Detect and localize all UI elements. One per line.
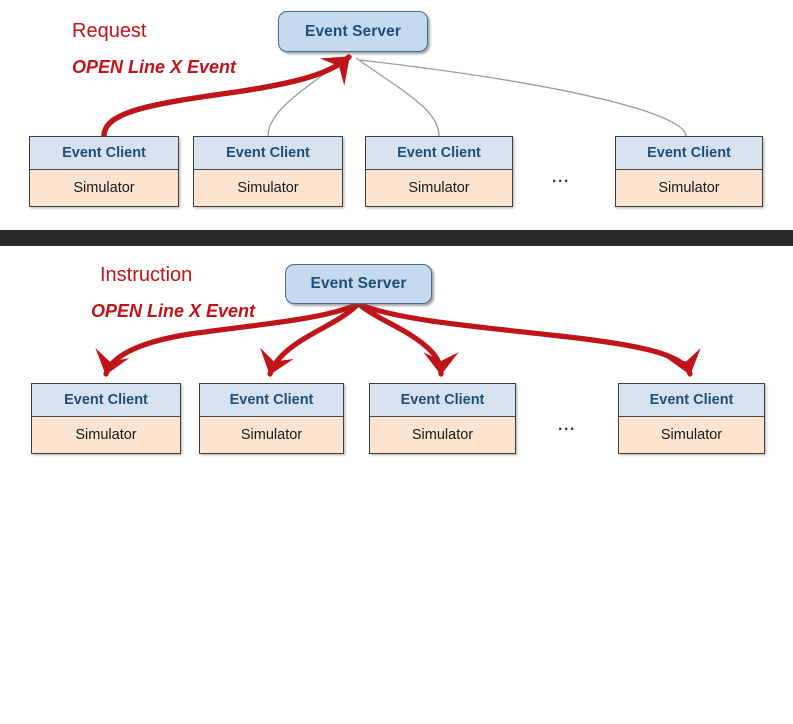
event-server-label: Event Server: [310, 275, 407, 292]
event-client-header: Event Client: [29, 136, 179, 170]
instruction-label: Instruction: [100, 264, 193, 286]
edge-client3-to-server: [355, 57, 440, 137]
event-server-instruction[interactable]: Event Server: [285, 264, 432, 304]
simulator-label: Simulator: [75, 427, 137, 443]
edge-client4-to-server: [359, 59, 687, 137]
event-client-node[interactable]: Event Client Simulator: [193, 136, 343, 207]
event-client-header: Event Client: [618, 383, 765, 417]
simulator-label: Simulator: [73, 180, 135, 196]
event-client-label: Event Client: [400, 392, 485, 408]
simulator-body: Simulator: [365, 170, 513, 207]
edge-server-to-client4: [358, 302, 701, 377]
event-client-node[interactable]: Event Client Simulator: [618, 383, 765, 454]
event-client-node[interactable]: Event Client Simulator: [31, 383, 181, 454]
event-client-header: Event Client: [365, 136, 513, 170]
simulator-body: Simulator: [618, 417, 765, 454]
event-client-header: Event Client: [31, 383, 181, 417]
event-client-label: Event Client: [226, 145, 310, 161]
event-client-header: Event Client: [369, 383, 516, 417]
simulator-body: Simulator: [369, 417, 516, 454]
simulator-label: Simulator: [408, 180, 470, 196]
request-panel: Request OPEN Line X Event Event Server E…: [0, 0, 793, 230]
event-client-node[interactable]: Event Client Simulator: [615, 136, 763, 207]
simulator-label: Simulator: [658, 180, 720, 196]
edge-server-to-client2: [260, 302, 360, 377]
simulator-label: Simulator: [237, 180, 299, 196]
instruction-subtitle: OPEN Line X Event: [91, 301, 256, 321]
request-subtitle: OPEN Line X Event: [72, 57, 237, 77]
clients-ellipsis: ...: [552, 169, 570, 186]
simulator-label: Simulator: [240, 427, 303, 443]
simulator-body: Simulator: [193, 170, 343, 207]
simulator-body: Simulator: [31, 417, 181, 454]
event-client-node[interactable]: Event Client Simulator: [29, 136, 179, 207]
event-client-node[interactable]: Event Client Simulator: [365, 136, 513, 207]
simulator-body: Simulator: [29, 170, 179, 207]
event-client-header: Event Client: [615, 136, 763, 170]
event-client-node[interactable]: Event Client Simulator: [199, 383, 344, 454]
event-client-label: Event Client: [649, 392, 734, 408]
event-client-label: Event Client: [229, 392, 314, 408]
event-client-node[interactable]: Event Client Simulator: [369, 383, 516, 454]
event-client-header: Event Client: [193, 136, 343, 170]
diagram-canvas: Request OPEN Line X Event Event Server E…: [0, 0, 793, 478]
clients-ellipsis: ...: [558, 417, 576, 434]
panel-divider: [0, 230, 793, 246]
simulator-label: Simulator: [411, 427, 474, 443]
request-label: Request: [72, 20, 147, 42]
edge-server-to-client3: [357, 302, 459, 377]
edge-client2-to-server: [267, 57, 347, 137]
event-server-request[interactable]: Event Server: [278, 11, 428, 52]
simulator-body: Simulator: [199, 417, 344, 454]
event-client-label: Event Client: [62, 145, 146, 161]
event-server-label: Event Server: [305, 22, 401, 40]
event-client-label: Event Client: [64, 392, 148, 408]
event-client-label: Event Client: [397, 145, 481, 161]
simulator-label: Simulator: [660, 427, 723, 443]
event-client-label: Event Client: [647, 145, 731, 161]
simulator-body: Simulator: [615, 170, 763, 207]
instruction-panel: Instruction OPEN Line X Event Event Serv…: [0, 246, 793, 478]
event-client-header: Event Client: [199, 383, 344, 417]
